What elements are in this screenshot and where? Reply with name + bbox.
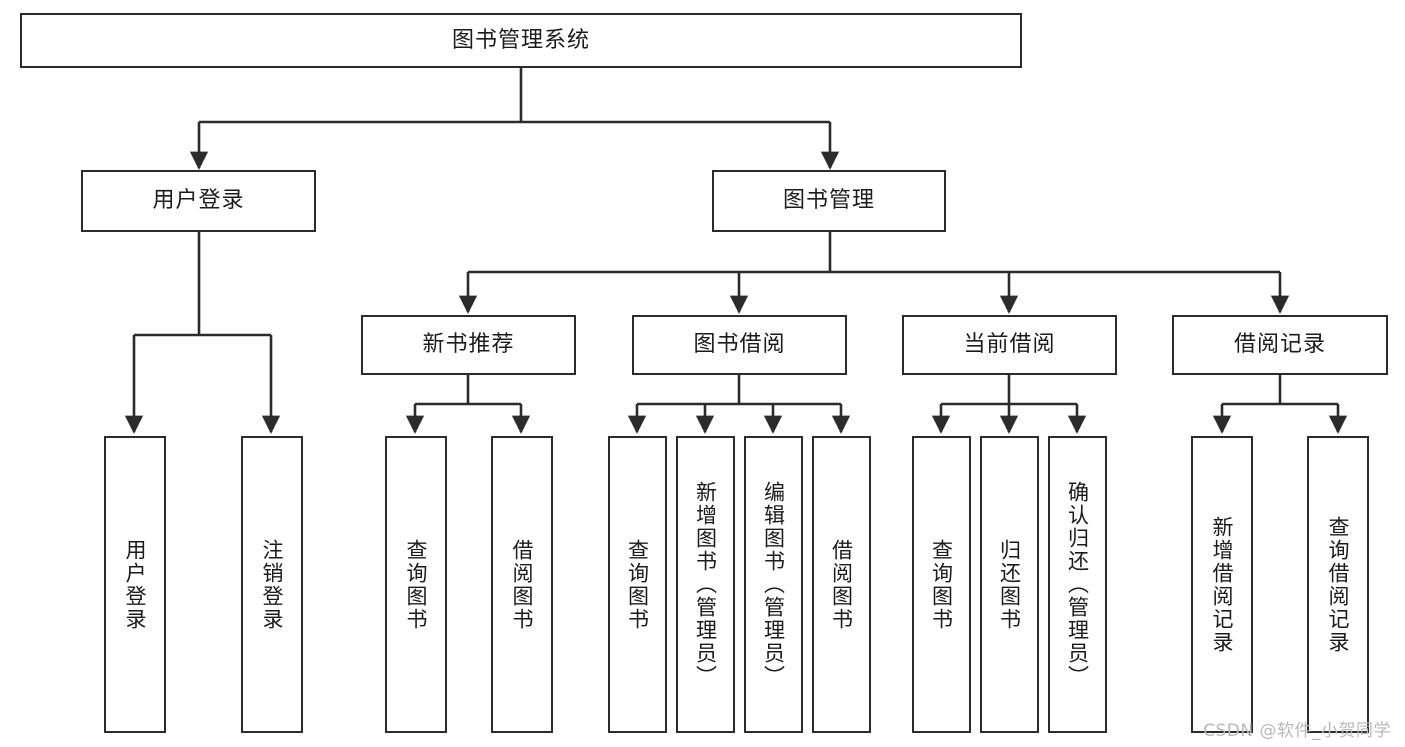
leaf-label: 注销登录	[260, 538, 285, 631]
watermark: CSDN @软件_小贺同学	[1203, 721, 1391, 741]
leaf-current-return-book[interactable]: 归还图书	[980, 436, 1039, 733]
leaf-borrow-query-book[interactable]: 查询图书	[608, 436, 667, 733]
node-new-book-recommend-label: 新书推荐	[422, 332, 515, 358]
leaf-label: 查询图书	[929, 538, 954, 631]
leaf-current-query-book[interactable]: 查询图书	[912, 436, 971, 733]
leaf-label: 查询图书	[625, 538, 650, 631]
leaf-label: 确认归还（管理员）	[1065, 481, 1090, 688]
leaf-borrow-edit-book-admin[interactable]: 编辑图书（管理员）	[744, 436, 803, 733]
node-root[interactable]: 图书管理系统	[20, 13, 1022, 68]
node-book-borrow[interactable]: 图书借阅	[632, 315, 847, 375]
leaf-label: 编辑图书（管理员）	[761, 481, 786, 688]
leaf-label: 借阅图书	[829, 538, 854, 631]
leaf-label: 查询借阅记录	[1326, 515, 1351, 654]
leaf-borrow-borrow-book[interactable]: 借阅图书	[812, 436, 871, 733]
leaf-label: 新增图书（管理员）	[693, 481, 718, 688]
leaf-borrow-add-book-admin[interactable]: 新增图书（管理员）	[676, 436, 735, 733]
leaf-user-login-logout[interactable]: 注销登录	[241, 436, 303, 733]
leaf-user-login-login[interactable]: 用户登录	[104, 436, 166, 733]
leaf-label: 归还图书	[997, 538, 1022, 631]
node-new-book-recommend[interactable]: 新书推荐	[361, 315, 576, 375]
node-user-login-label: 用户登录	[152, 188, 245, 214]
node-book-management-label: 图书管理	[782, 188, 875, 214]
node-current-borrow-label: 当前借阅	[963, 332, 1056, 358]
node-user-login[interactable]: 用户登录	[81, 170, 316, 232]
leaf-label: 用户登录	[123, 538, 148, 631]
leaf-new-book-query-book[interactable]: 查询图书	[385, 436, 447, 733]
node-root-label: 图书管理系统	[451, 27, 590, 53]
node-borrow-records[interactable]: 借阅记录	[1172, 315, 1388, 375]
node-book-borrow-label: 图书借阅	[693, 332, 786, 358]
leaf-label: 借阅图书	[510, 538, 535, 631]
node-borrow-records-label: 借阅记录	[1233, 332, 1326, 358]
leaf-records-query-record[interactable]: 查询借阅记录	[1307, 436, 1369, 733]
leaf-new-book-borrow-book[interactable]: 借阅图书	[491, 436, 553, 733]
leaf-records-add-record[interactable]: 新增借阅记录	[1191, 436, 1253, 733]
node-book-management[interactable]: 图书管理	[712, 170, 946, 232]
leaf-label: 查询图书	[404, 538, 429, 631]
leaf-label: 新增借阅记录	[1210, 515, 1235, 654]
node-current-borrow[interactable]: 当前借阅	[902, 315, 1117, 375]
leaf-current-confirm-return-admin[interactable]: 确认归还（管理员）	[1048, 436, 1107, 733]
